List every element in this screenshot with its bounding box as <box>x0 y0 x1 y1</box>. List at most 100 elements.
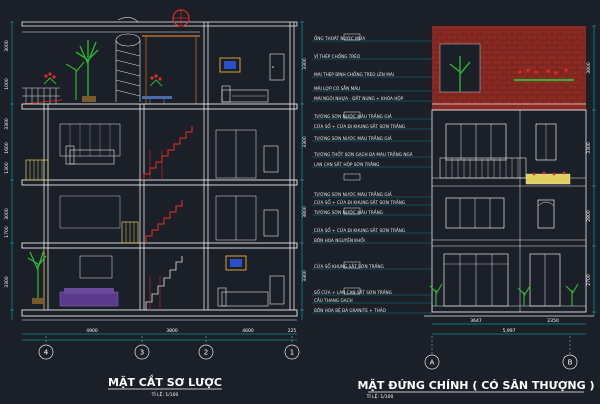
tv-frame-icon <box>219 57 241 73</box>
section-left-dim: 1000 <box>4 78 10 90</box>
elevation-note: TƯỜNG SƠN NƯỚC MÀU TRẮNG GIẢ <box>313 114 392 119</box>
elevation-note: VỈ THÉP CHỐNG TRÈO <box>314 54 361 59</box>
elevation-dim-a: 3647 <box>470 318 482 324</box>
grid-bubble-a <box>424 354 440 370</box>
section-right-dimensions: 3300 3300 3800 3300 <box>302 58 308 282</box>
elevation-right-dim: 2700 <box>586 274 592 286</box>
note-marker-icon <box>343 207 361 215</box>
door-icon <box>269 53 285 81</box>
elevation-total-dim: 5,997 <box>503 328 516 334</box>
section-right-dim: 3300 <box>302 58 308 70</box>
section-bottom-dim: 3800 <box>166 328 178 334</box>
section-bottom-dimensions: 4900 3800 4600 225 <box>86 328 296 334</box>
stair-section-2 <box>145 200 183 243</box>
elevation-drawing: ỐNG THOÁT NƯỚC MƯA VỈ THÉP CHỐNG TRÈO MÁI … <box>312 25 596 400</box>
elevation-note: CỬA SỔ + CỬA ĐI KHUNG SẮT SƠN TRẮNG <box>314 124 405 129</box>
elevation-roof-plant-icon <box>449 56 471 92</box>
section-left-dim: 3000 <box>4 40 10 52</box>
rooftop-plants-icon <box>43 40 163 102</box>
note-marker-icon <box>343 261 361 269</box>
section-left-dim: 1600 <box>4 142 10 154</box>
elevation-note: SỐ CỬA + LAN CAN SẮT SƠN TRẮNG <box>314 290 392 295</box>
spiral-stair-icon <box>115 17 141 102</box>
elevation-title: MẶT ĐỨNG CHÍNH ( CÓ SÂN THƯỢNG ) <box>357 378 594 392</box>
section-bottom-dim: 4600 <box>242 328 254 334</box>
section-title: MẶT CẮT SƠ LƯỢC <box>108 374 222 389</box>
grid-label: 1 <box>290 349 294 357</box>
bed-icon-2 <box>69 149 115 165</box>
section-right-dim: 3300 <box>302 136 308 148</box>
grid-label: 4 <box>44 349 49 357</box>
grid-bubble <box>284 344 300 360</box>
section-columns <box>43 22 295 310</box>
section-bottom-dim: 225 <box>288 328 297 334</box>
elevation-flower-box-icon <box>518 68 568 75</box>
section-roof <box>21 9 298 105</box>
tv-frame-icon-2 <box>225 255 247 271</box>
section-top-floor <box>219 53 285 103</box>
section-left-dim: 1700 <box>4 226 10 238</box>
elevation-note: BỒN HOA BỆ ĐÁ GRANITE + THẢO <box>314 308 387 313</box>
ground-plant-icon <box>27 249 47 300</box>
sofa-icon <box>59 291 119 307</box>
section-bottom-dim: 4900 <box>86 328 98 334</box>
note-marker-icon <box>343 33 361 41</box>
section-ground-floor <box>27 249 285 310</box>
elevation-note: TƯỜNG THỐT SƠN GẠCH ĐÁ MÀU TRẮNG NGÀ <box>313 152 413 157</box>
elevation-right-dim: 2800 <box>586 210 592 222</box>
grid-bubble <box>198 344 214 360</box>
elevation-scale: TỈ LỆ: 1/100 <box>366 392 394 400</box>
elevation-right-dim: 3800 <box>586 62 592 74</box>
elevation-note: BỒN HOA NGUYÊN KHỐI <box>314 238 365 243</box>
elevation-notes: ỐNG THOÁT NƯỚC MƯA VỈ THÉP CHỐNG TRÈO MÁI … <box>313 33 413 313</box>
elevation-dimension-lines <box>432 25 596 335</box>
elevation-note: MÁI NGÓI NHỰA - ĐẤT NUNG + KHÓA HỘP <box>314 96 404 101</box>
section-left-dim: 3300 <box>4 118 10 130</box>
elevation-brick-parapet <box>431 26 586 111</box>
elevation-second-floor <box>445 197 555 229</box>
stair-section-1 <box>145 256 183 310</box>
rooftop-pergola <box>142 35 200 104</box>
grid-label-a: A <box>430 359 435 367</box>
elevation-third-floor <box>439 123 571 185</box>
section-scale: TỈ LỆ: 1/100 <box>151 390 179 398</box>
elevation-plant-icon <box>429 283 443 306</box>
section-right-dim: 3800 <box>302 206 308 218</box>
section-left-dim: 3000 <box>4 208 10 220</box>
section-left-dim: 1300 <box>4 162 10 174</box>
balcony-railing <box>25 159 49 181</box>
elevation-note: TƯỜNG SƠN NƯỚC MÀU TRẮNG <box>313 210 383 215</box>
section-left-dimensions: 3000 1000 3300 1600 1300 3000 1700 3300 <box>4 40 10 288</box>
grid-bubble-b <box>562 354 578 370</box>
grid-label: 2 <box>204 349 208 357</box>
elevation-balcony-railing <box>439 157 527 179</box>
elevation-note: CỬA SỔ KHUNG SẮT SƠN TRẮNG <box>314 264 384 269</box>
elevation-note: CỬA SỔ + CỬA ĐI KHUNG SẮT SƠN TRẮNG <box>314 200 405 205</box>
section-third-floor <box>25 123 279 181</box>
note-marker-icon <box>343 287 361 295</box>
elevation-note: ỐNG THOÁT NƯỚC MƯA <box>314 36 365 41</box>
section-dimension-lines <box>10 21 304 341</box>
note-marker-icon <box>343 111 361 119</box>
grid-bubble <box>38 344 54 360</box>
elevation-note: MÁI THÉP BÌNH CHỐNG TRÈO LÊN MÁI <box>314 72 394 77</box>
section-second-floor <box>59 195 279 244</box>
elevation-note: MÁI LỢP CÓ SẴN MÀU <box>314 86 360 91</box>
note-marker-icon <box>343 173 361 181</box>
section-left-dim: 3300 <box>4 276 10 288</box>
elevation-note: CỬA SỔ + CỬA ĐI KHUNG SẮT SƠN TRẮNG <box>314 228 405 233</box>
elevation-dim-b: 2350 <box>547 318 559 324</box>
grid-label: 3 <box>140 349 144 357</box>
elevation-note: TƯỜNG SƠN NƯỚC MÀU TRẮNG GIẢ <box>313 136 392 141</box>
elevation-annotation-leaders <box>312 40 432 314</box>
section-right-dim: 3300 <box>302 270 308 282</box>
elevation-right-dim: 3300 <box>586 142 592 154</box>
grid-bubble <box>134 344 150 360</box>
elevation-right-dimensions: 3800 3300 2800 2700 <box>586 62 592 286</box>
elevation-grid-axes: A B <box>424 336 578 370</box>
section-floor-slabs <box>21 103 298 321</box>
section-grid-axes: 4 3 2 1 <box>38 336 300 360</box>
